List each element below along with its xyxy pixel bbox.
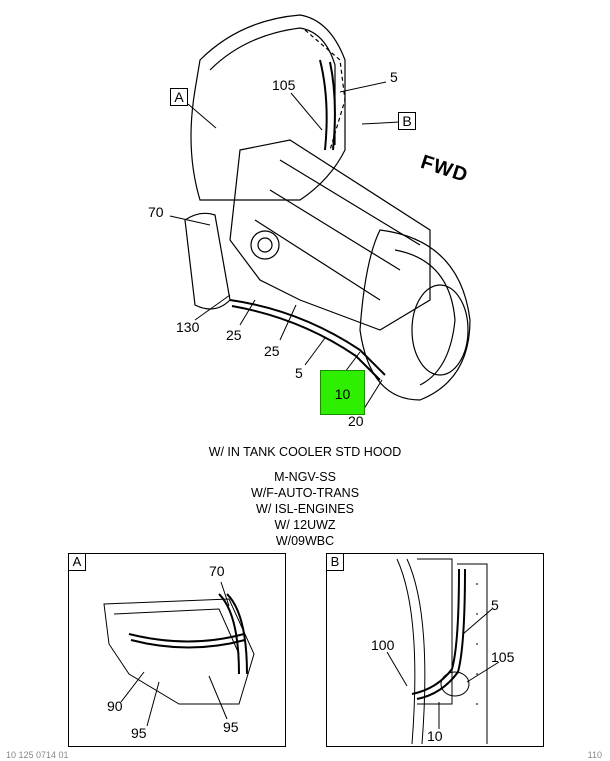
detail-a-callout-90: 90 bbox=[107, 698, 123, 714]
callout-25-a: 25 bbox=[226, 327, 242, 343]
detail-a-callout-95-a: 95 bbox=[131, 725, 147, 741]
view-b-tag: B bbox=[398, 112, 416, 130]
callout-105: 105 bbox=[272, 77, 296, 93]
note-line: W/ 12UWZ bbox=[274, 518, 336, 532]
footer-page-id: 110 bbox=[587, 750, 602, 760]
callout-10-highlight[interactable]: 10 bbox=[320, 370, 365, 415]
notes-applicability: M-NGV-SS W/F-AUTO-TRANS W/ ISL-ENGINES W… bbox=[0, 469, 610, 549]
notes-title: W/ IN TANK COOLER STD HOOD bbox=[208, 445, 402, 459]
detail-b-panel: B 5 100 105 10 bbox=[326, 553, 544, 747]
detail-a-panel: A 70 90 95 95 bbox=[68, 553, 286, 747]
detail-b-callout-100: 100 bbox=[371, 637, 395, 653]
callout-70: 70 bbox=[148, 204, 164, 220]
note-line: W/09WBC bbox=[275, 534, 335, 548]
detail-a-callout-95-b: 95 bbox=[223, 719, 239, 735]
detail-a-callout-70: 70 bbox=[209, 563, 225, 579]
view-a-tag: A bbox=[170, 88, 188, 106]
footer-figure-id: 10 125 0714 01 bbox=[6, 750, 69, 760]
detail-b-callout-105: 105 bbox=[491, 649, 515, 665]
detail-a-illustration bbox=[103, 581, 255, 727]
detail-b-callout-5: 5 bbox=[491, 597, 499, 613]
detail-b-callout-10: 10 bbox=[427, 728, 443, 744]
callout-10: 10 bbox=[334, 386, 351, 402]
detail-a-tag: A bbox=[68, 553, 86, 571]
note-line: W/F-AUTO-TRANS bbox=[250, 486, 360, 500]
callout-25-b: 25 bbox=[264, 343, 280, 359]
callout-130: 130 bbox=[176, 319, 200, 335]
callout-20: 20 bbox=[348, 413, 364, 429]
detail-b-illustration bbox=[386, 558, 500, 745]
note-line: M-NGV-SS bbox=[274, 470, 336, 484]
detail-b-tag: B bbox=[326, 553, 344, 571]
callout-5-top: 5 bbox=[390, 69, 398, 85]
note-line: W/ ISL-ENGINES bbox=[256, 502, 354, 516]
callout-5-bottom: 5 bbox=[295, 365, 303, 381]
